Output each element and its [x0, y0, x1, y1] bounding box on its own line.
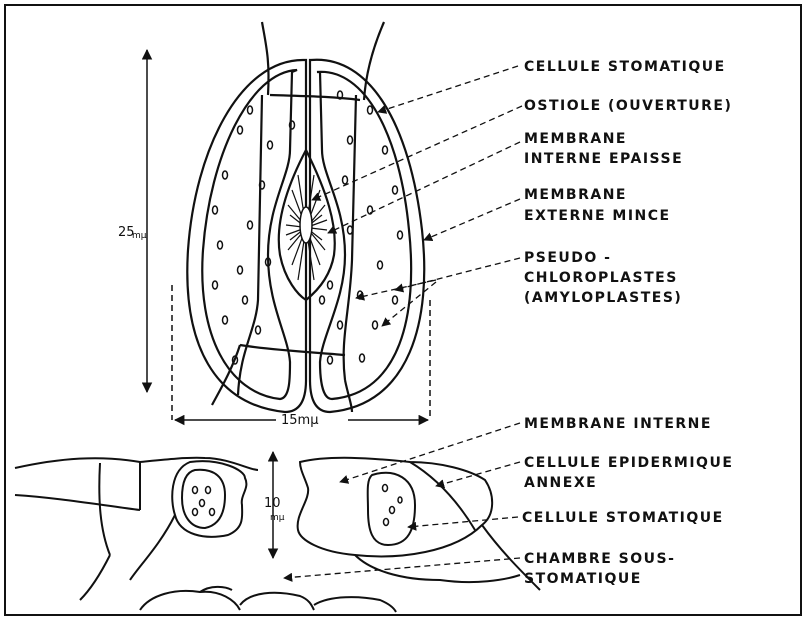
leader-ostiole [312, 106, 522, 200]
section-wall-8 [355, 555, 520, 582]
labels: CELLULE STOMATIQUE OSTIOLE (OUVERTURE) M… [522, 59, 733, 587]
left-guard-section-outer [172, 461, 246, 537]
section-wall-6 [130, 515, 175, 580]
leader-pseudo-chloroplastes-3 [382, 282, 436, 326]
label-chambre-sous-stomatique-2: STOMATIQUE [524, 571, 642, 587]
label-pseudo-chloroplastes-3: (AMYLOPLASTES) [524, 290, 682, 306]
section-height-unit: mµ [270, 513, 285, 523]
label-chambre-sous-stomatique-1: CHAMBRE SOUS- [524, 551, 675, 567]
section-bottom-cells [140, 587, 396, 612]
label-cellule-epidermique-1: CELLULE EPIDERMIQUE [524, 455, 733, 471]
label-membrane-externe-mince-2: EXTERNE MINCE [524, 208, 671, 224]
leader-cellule-stomatique-section [408, 517, 518, 527]
cell-wall-cross-bottom [240, 345, 345, 355]
section-wall-1 [410, 462, 475, 530]
section-height-value: 10 [264, 496, 281, 511]
cell-wall-right-mid [344, 95, 356, 380]
cross-section [15, 458, 540, 612]
leader-cellule-stomatique [378, 66, 518, 112]
right-guard-section [368, 473, 415, 545]
section-wall-2 [15, 495, 140, 510]
cell-wall-cross-top [270, 95, 360, 100]
section-wall-3 [99, 463, 110, 555]
leader-membrane-externe-mince [424, 199, 520, 240]
label-membrane-interne-epaisse-1: MEMBRANE [524, 131, 627, 147]
right-cell-section-outer [298, 458, 493, 557]
leader-membrane-interne [340, 423, 520, 482]
leader-chambre-sous-stomatique [284, 558, 520, 578]
cell-wall-left-mid [238, 95, 262, 395]
label-membrane-interne: MEMBRANE INTERNE [524, 416, 712, 432]
section-wall-5 [80, 555, 110, 600]
label-pseudo-chloroplastes-2: CHLOROPLASTES [524, 270, 678, 286]
label-ostiole: OSTIOLE (OUVERTURE) [524, 98, 732, 114]
label-pseudo-chloroplastes-1: PSEUDO - [524, 250, 611, 266]
ostiole-pore [300, 207, 312, 243]
height-dimension-unit: mµ [132, 231, 147, 241]
left-guard-section-inner [182, 470, 225, 528]
label-cellule-stomatique-section: CELLULE STOMATIQUE [522, 510, 724, 526]
label-cellule-epidermique-2: ANNEXE [524, 475, 597, 491]
label-cellule-stomatique: CELLULE STOMATIQUE [524, 59, 726, 75]
leader-membrane-interne-epaisse [328, 142, 520, 233]
label-membrane-interne-epaisse-2: INTERNE EPAISSE [524, 151, 683, 167]
label-membrane-externe-mince-1: MEMBRANE [524, 187, 627, 203]
width-dimension-value: 15mµ [281, 413, 318, 428]
